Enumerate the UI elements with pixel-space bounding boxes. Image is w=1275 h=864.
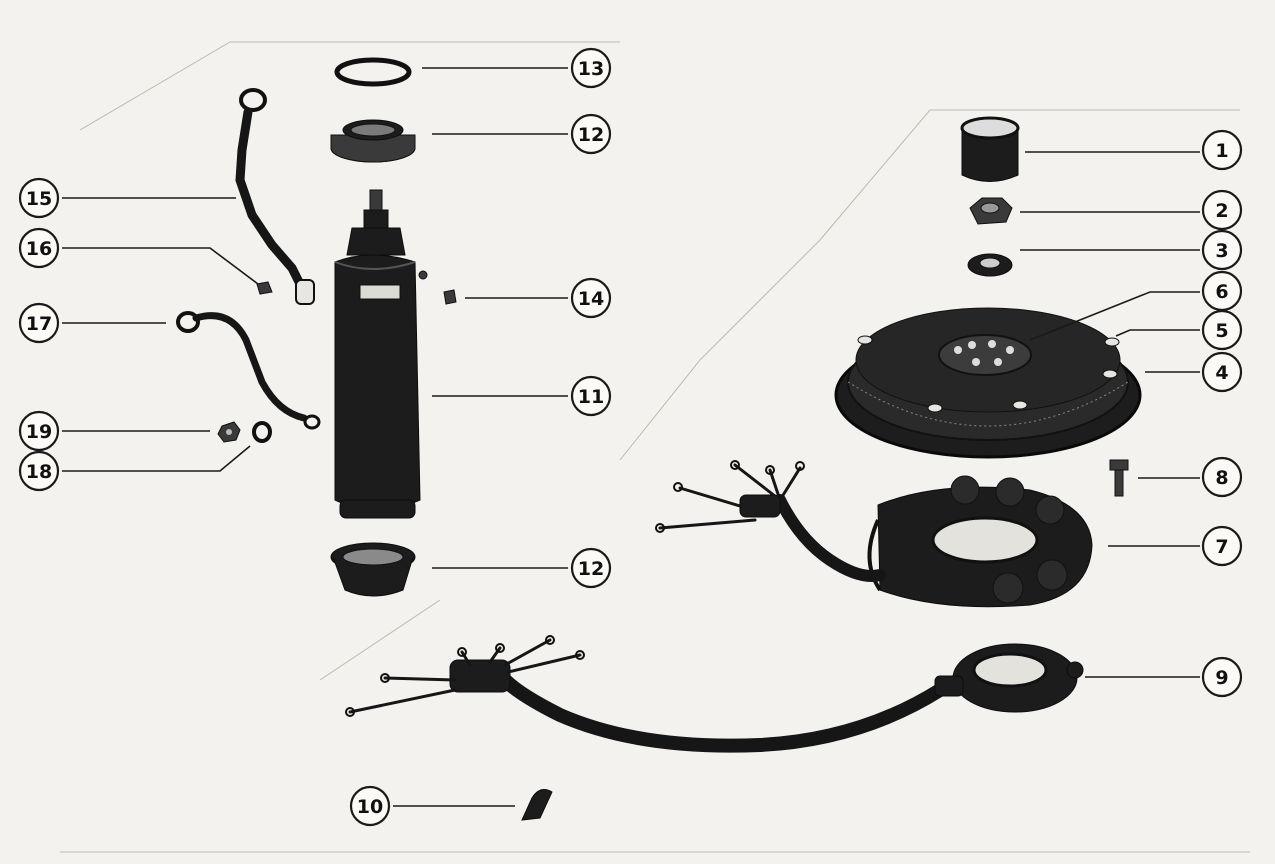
callout-15: 15 [18, 177, 60, 219]
svg-text:7: 7 [1215, 536, 1228, 558]
part-5-flywheel-magnets [857, 335, 1120, 413]
part-3-washer [967, 253, 1013, 277]
leader-lines [62, 67, 1200, 807]
part-8-bolt [1109, 459, 1129, 497]
part-17-ground-cable [176, 311, 321, 430]
callout-11: 11 [570, 375, 612, 417]
svg-text:17: 17 [26, 313, 52, 335]
svg-text:19: 19 [26, 421, 52, 443]
svg-text:5: 5 [1215, 320, 1228, 342]
callout-12-bottom: 12 [570, 547, 612, 589]
part-9-trigger-assembly [345, 635, 1084, 753]
svg-text:9: 9 [1215, 667, 1228, 689]
svg-text:12: 12 [578, 558, 604, 580]
svg-text:12: 12 [578, 124, 604, 146]
background-guides [60, 41, 1250, 853]
callout-17: 17 [18, 302, 60, 344]
callout-16: 16 [18, 227, 60, 269]
svg-text:8: 8 [1215, 467, 1228, 489]
svg-text:14: 14 [578, 288, 604, 310]
svg-text:11: 11 [578, 386, 604, 408]
part-12-bottom-end-cap [330, 542, 416, 597]
svg-text:13: 13 [578, 58, 604, 80]
callout-19: 19 [18, 410, 60, 452]
part-2-flywheel-nut [969, 197, 1013, 225]
callout-6: 6 [1201, 270, 1243, 312]
part-7-stator [655, 460, 1093, 608]
svg-text:1: 1 [1215, 140, 1228, 162]
part-4-flywheel [834, 307, 1142, 459]
callout-9: 9 [1201, 656, 1243, 698]
callout-3: 3 [1201, 229, 1243, 271]
part-18-washer [252, 421, 272, 443]
svg-text:3: 3 [1215, 240, 1228, 262]
callout-7: 7 [1201, 525, 1243, 567]
callout-8: 8 [1201, 456, 1243, 498]
part-10-connector [521, 789, 553, 821]
callout-18: 18 [18, 450, 60, 492]
svg-text:2: 2 [1215, 200, 1228, 222]
part-19-nut [217, 421, 241, 443]
callout-5: 5 [1201, 309, 1243, 351]
callout-12-top: 12 [570, 113, 612, 155]
svg-text:6: 6 [1215, 281, 1228, 303]
svg-text:16: 16 [26, 238, 52, 260]
part-11-starter-motor [334, 189, 428, 519]
part-12-top-end-cap [330, 119, 416, 163]
callout-4: 4 [1201, 351, 1243, 393]
part-16-fastener [256, 281, 273, 295]
part-14-screw [443, 289, 457, 305]
part-15-battery-cable [235, 88, 315, 305]
part-13-o-ring [334, 57, 412, 87]
callout-1: 1 [1201, 129, 1243, 171]
callout-2: 2 [1201, 189, 1243, 231]
callout-13: 13 [570, 47, 612, 89]
svg-text:10: 10 [357, 796, 383, 818]
callout-10: 10 [349, 785, 391, 827]
svg-text:18: 18 [26, 461, 52, 483]
svg-text:15: 15 [26, 188, 52, 210]
part-1-sleeve [960, 116, 1020, 182]
svg-text:4: 4 [1215, 362, 1228, 384]
part-6-flywheel-hub [938, 334, 1032, 376]
callout-14: 14 [570, 277, 612, 319]
